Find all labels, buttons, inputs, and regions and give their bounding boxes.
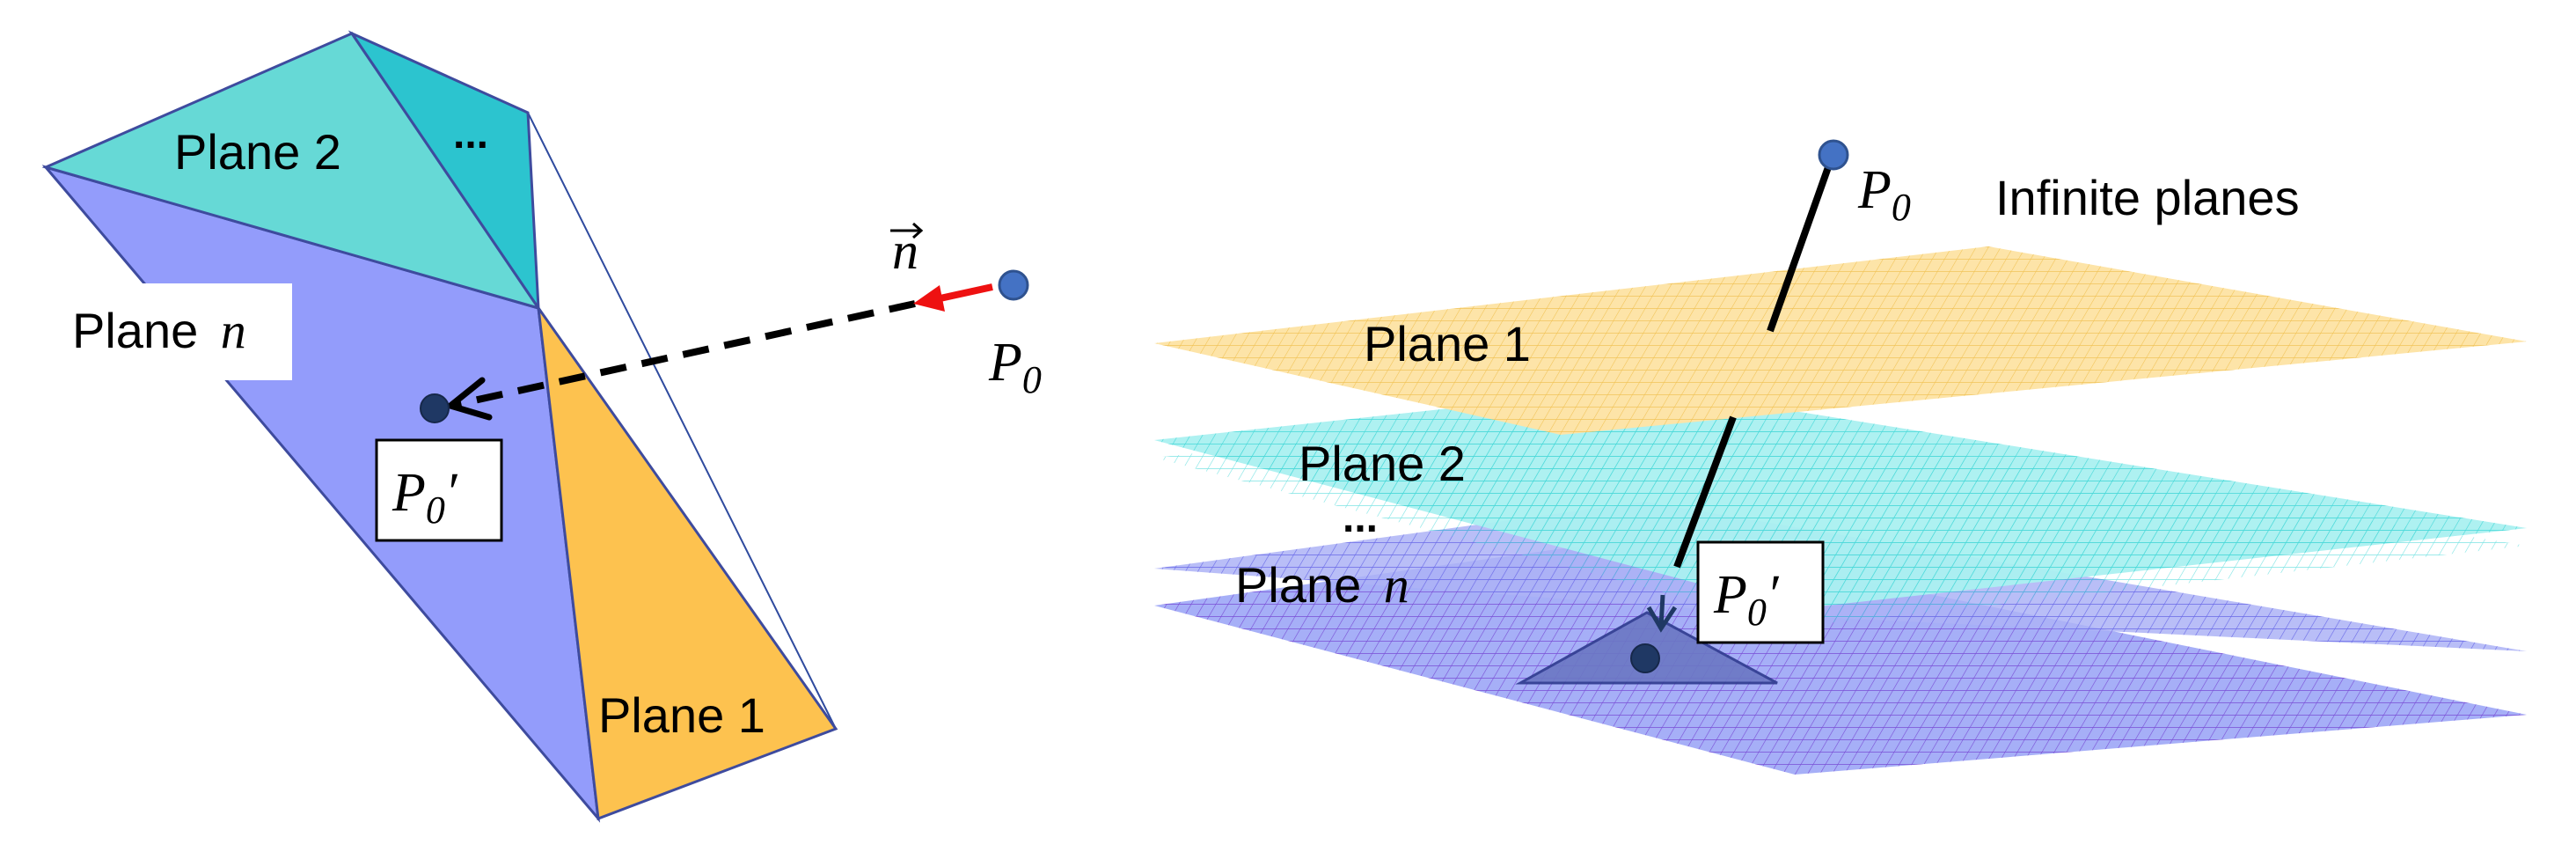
- plane-n-label-right: Plane n: [1235, 556, 1409, 613]
- plane-n-label-left: Plane n: [72, 302, 246, 359]
- projection-arrow-head: [447, 377, 493, 421]
- plane-1-label-right: Plane 1: [1364, 316, 1531, 371]
- plane-n-label-box: [55, 283, 292, 380]
- point-p0-prime-left: [420, 393, 450, 423]
- connector-segment-lower: [1673, 415, 1737, 569]
- plane-1-label-left: Plane 1: [598, 687, 765, 743]
- ellipsis-left: ...: [453, 111, 488, 158]
- p0-prime-label-box-left: [375, 438, 503, 542]
- plane-2-right-layer: [1154, 405, 2527, 627]
- connector-arrow-head: [1646, 606, 1678, 633]
- point-p0-label-right: P0: [1857, 160, 1911, 229]
- point-p0-right: [1818, 139, 1849, 171]
- point-p0-prime-label-left: P0′: [392, 463, 458, 532]
- point-p0-left: [998, 269, 1029, 301]
- point-p0-prime-label-right: P0′: [1713, 565, 1780, 634]
- normal-vector-arrow-head: [913, 285, 945, 312]
- plane-1-right-grid: [1154, 246, 2527, 435]
- connector-segment-upper: [1767, 165, 1832, 333]
- p0-prime-label-box-right: [1696, 540, 1825, 644]
- point-p0-prime-right: [1630, 643, 1660, 673]
- ellipsis-right: ...: [1343, 495, 1378, 541]
- left-panel: Plane n Plane 2 ... Plane 1 n P0 P0′: [41, 30, 1042, 823]
- plane-2-label-left: Plane 2: [174, 124, 341, 180]
- right-panel: P0 Infinite planes Plane 1 Plane 2 ... P…: [1154, 139, 2527, 775]
- projection-path: [453, 300, 916, 408]
- plane-1-left: [537, 307, 838, 821]
- plane-n-right-grid: [1154, 537, 2527, 775]
- plane-2-dark-left: [348, 30, 540, 313]
- infinite-planes-title: Infinite planes: [1995, 170, 2300, 225]
- point-p0-label-left: P0: [988, 333, 1042, 401]
- vector-arrow-accent: [890, 222, 924, 239]
- connector-arrow-shaft: [1658, 594, 1665, 628]
- plane-2-label-right: Plane 2: [1299, 436, 1466, 491]
- normal-vector-arrow: [935, 283, 993, 303]
